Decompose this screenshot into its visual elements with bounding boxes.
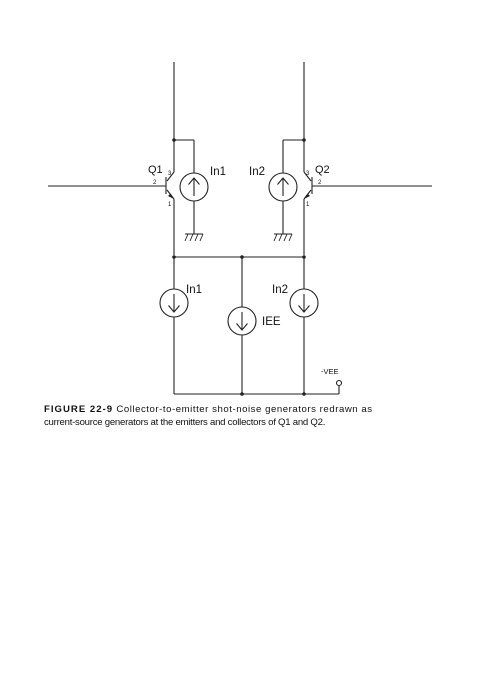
iee-bottom-node: [240, 392, 244, 396]
in2-bottom-node: [302, 392, 306, 396]
q1-label: Q1: [148, 164, 163, 176]
caption-text-1: Collector-to-emitter shot-noise generato…: [116, 404, 373, 415]
in2-bottom-label: In2: [272, 284, 288, 296]
q1-pin-emitter: 1: [168, 202, 172, 208]
current-source-in2-bottom: [289, 257, 319, 394]
q2-pin-base: 2: [318, 180, 322, 186]
circuit-schematic: Q1 3 2 1 Q2 3 2 1: [48, 62, 432, 396]
caption-line-2: current-source generators at the emitter…: [44, 417, 326, 428]
vee-label: -VEE: [321, 367, 339, 376]
transistor-q2: [303, 140, 432, 255]
ground-symbol-right: [273, 233, 293, 242]
in1-top-label: In1: [210, 166, 226, 178]
iee-label: IEE: [262, 316, 281, 328]
q2-pin-emitter: 1: [306, 202, 310, 208]
q2-pin-collector: 3: [306, 171, 310, 177]
transistor-q1: [48, 140, 175, 255]
figure-caption: FIGURE 22-9 Collector-to-emitter shot-no…: [44, 403, 436, 429]
current-source-in1-bottom: [159, 257, 189, 394]
vee-terminal: [335, 379, 343, 387]
in2-top-label: In2: [249, 166, 265, 178]
in1-bottom-label: In1: [186, 284, 202, 296]
figure-number: FIGURE 22-9: [44, 404, 114, 415]
q1-pin-collector: 3: [168, 171, 172, 177]
current-source-iee: [227, 257, 257, 394]
current-source-in1-top: [174, 139, 209, 234]
ground-symbol-left: [184, 233, 204, 242]
q2-label: Q2: [315, 164, 330, 176]
current-source-in2-top: [268, 139, 304, 234]
caption-line-1: FIGURE 22-9 Collector-to-emitter shot-no…: [44, 403, 436, 416]
q1-pin-base: 2: [153, 180, 157, 186]
